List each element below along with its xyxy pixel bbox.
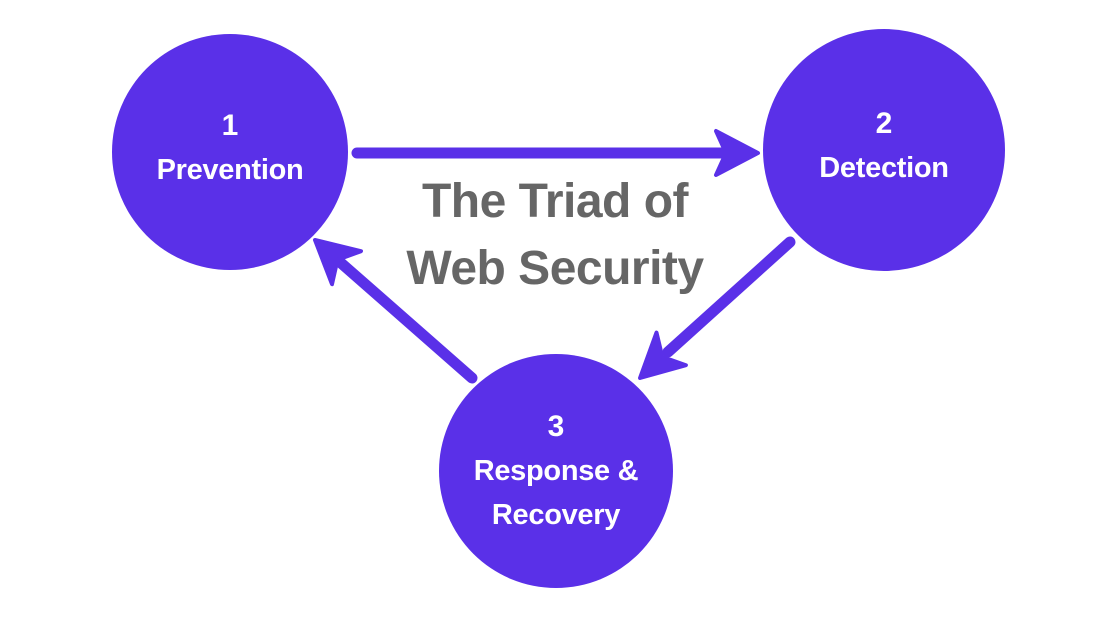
node-label: Recovery — [491, 499, 621, 531]
node-number: 1 — [221, 109, 239, 142]
diagram-title: The Triad of Web Security — [0, 168, 1110, 302]
node-number: 2 — [875, 107, 893, 140]
node-label: Detection — [819, 152, 949, 184]
node-label: Prevention — [156, 154, 304, 186]
node-prevention-text: 1 Prevention — [157, 104, 304, 192]
node-detection: 2 Detection — [763, 29, 1005, 271]
diagram-title-line1: The Triad of — [421, 175, 689, 228]
node-label: Response & — [473, 455, 639, 487]
node-response-recovery-text: 3 Response & Recovery — [474, 405, 639, 537]
node-prevention: 1 Prevention — [112, 34, 348, 270]
node-response-recovery: 3 Response & Recovery — [439, 354, 673, 588]
node-detection-text: 2 Detection — [819, 102, 949, 190]
node-number: 3 — [547, 410, 565, 443]
